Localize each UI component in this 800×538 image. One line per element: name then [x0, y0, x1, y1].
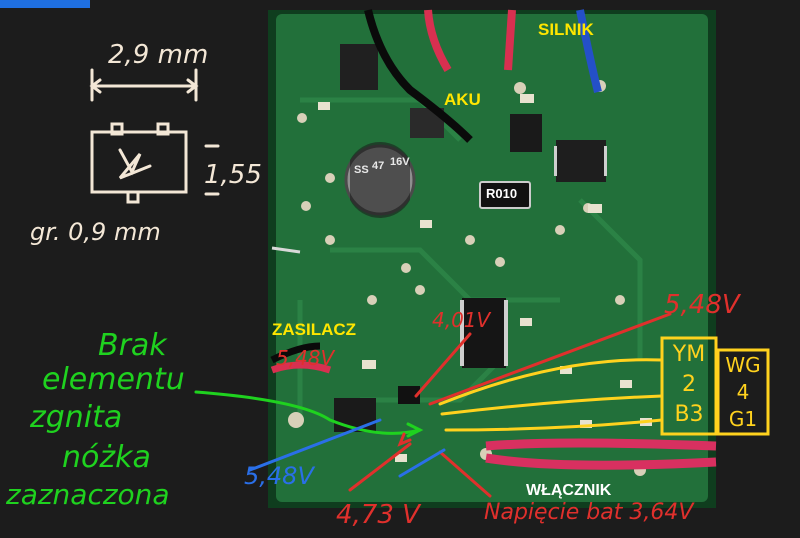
width-label: 2,9 mm	[108, 40, 209, 70]
capacitor-marking-3: 16V	[390, 156, 410, 168]
note-elementu: elementu	[42, 362, 185, 397]
corner-tab	[0, 0, 90, 8]
battery-voltage: Napięcie bat 3,64V	[484, 500, 694, 525]
height-label: 1,55	[204, 160, 262, 190]
pin-table-right: WG 4 G1	[720, 352, 766, 433]
note-zgnita: zgnita	[30, 400, 123, 435]
resistor-marking: R010	[486, 186, 518, 201]
note-nozka: nóżka	[62, 440, 151, 475]
label-aku: AKU	[444, 90, 481, 109]
pin-left-2: 2	[682, 372, 696, 397]
capacitor-marking-2: 47	[372, 160, 385, 172]
pin-left-1: YM	[672, 342, 706, 367]
pin-right-1: WG	[725, 353, 761, 377]
pin-right-2: 4	[736, 380, 750, 404]
voltage-blue: 5,48V	[244, 462, 314, 490]
thickness-label: gr. 0,9 mm	[30, 218, 161, 246]
voltage-zasilacz: 5,48V	[276, 346, 335, 370]
component-sketch	[89, 68, 220, 204]
capacitor-marking-1: SS	[354, 164, 369, 176]
pin-table-left: YM 2 B3	[664, 340, 714, 430]
label-zasilacz: ZASILACZ	[272, 320, 357, 339]
pin-right-3: G1	[728, 407, 758, 431]
voltage-top-right: 5,48V	[664, 290, 740, 320]
pin-left-3: B3	[674, 402, 704, 427]
voltage-mid: 4,01V	[432, 308, 491, 332]
note-zaznaczona: zaznaczona	[6, 478, 170, 511]
label-silnik: SILNIK	[538, 20, 594, 39]
note-brak: Brak	[98, 328, 167, 363]
label-wlacznik: WŁĄCZNIK	[526, 482, 612, 499]
voltage-bottom: 4,73 V	[336, 500, 420, 530]
